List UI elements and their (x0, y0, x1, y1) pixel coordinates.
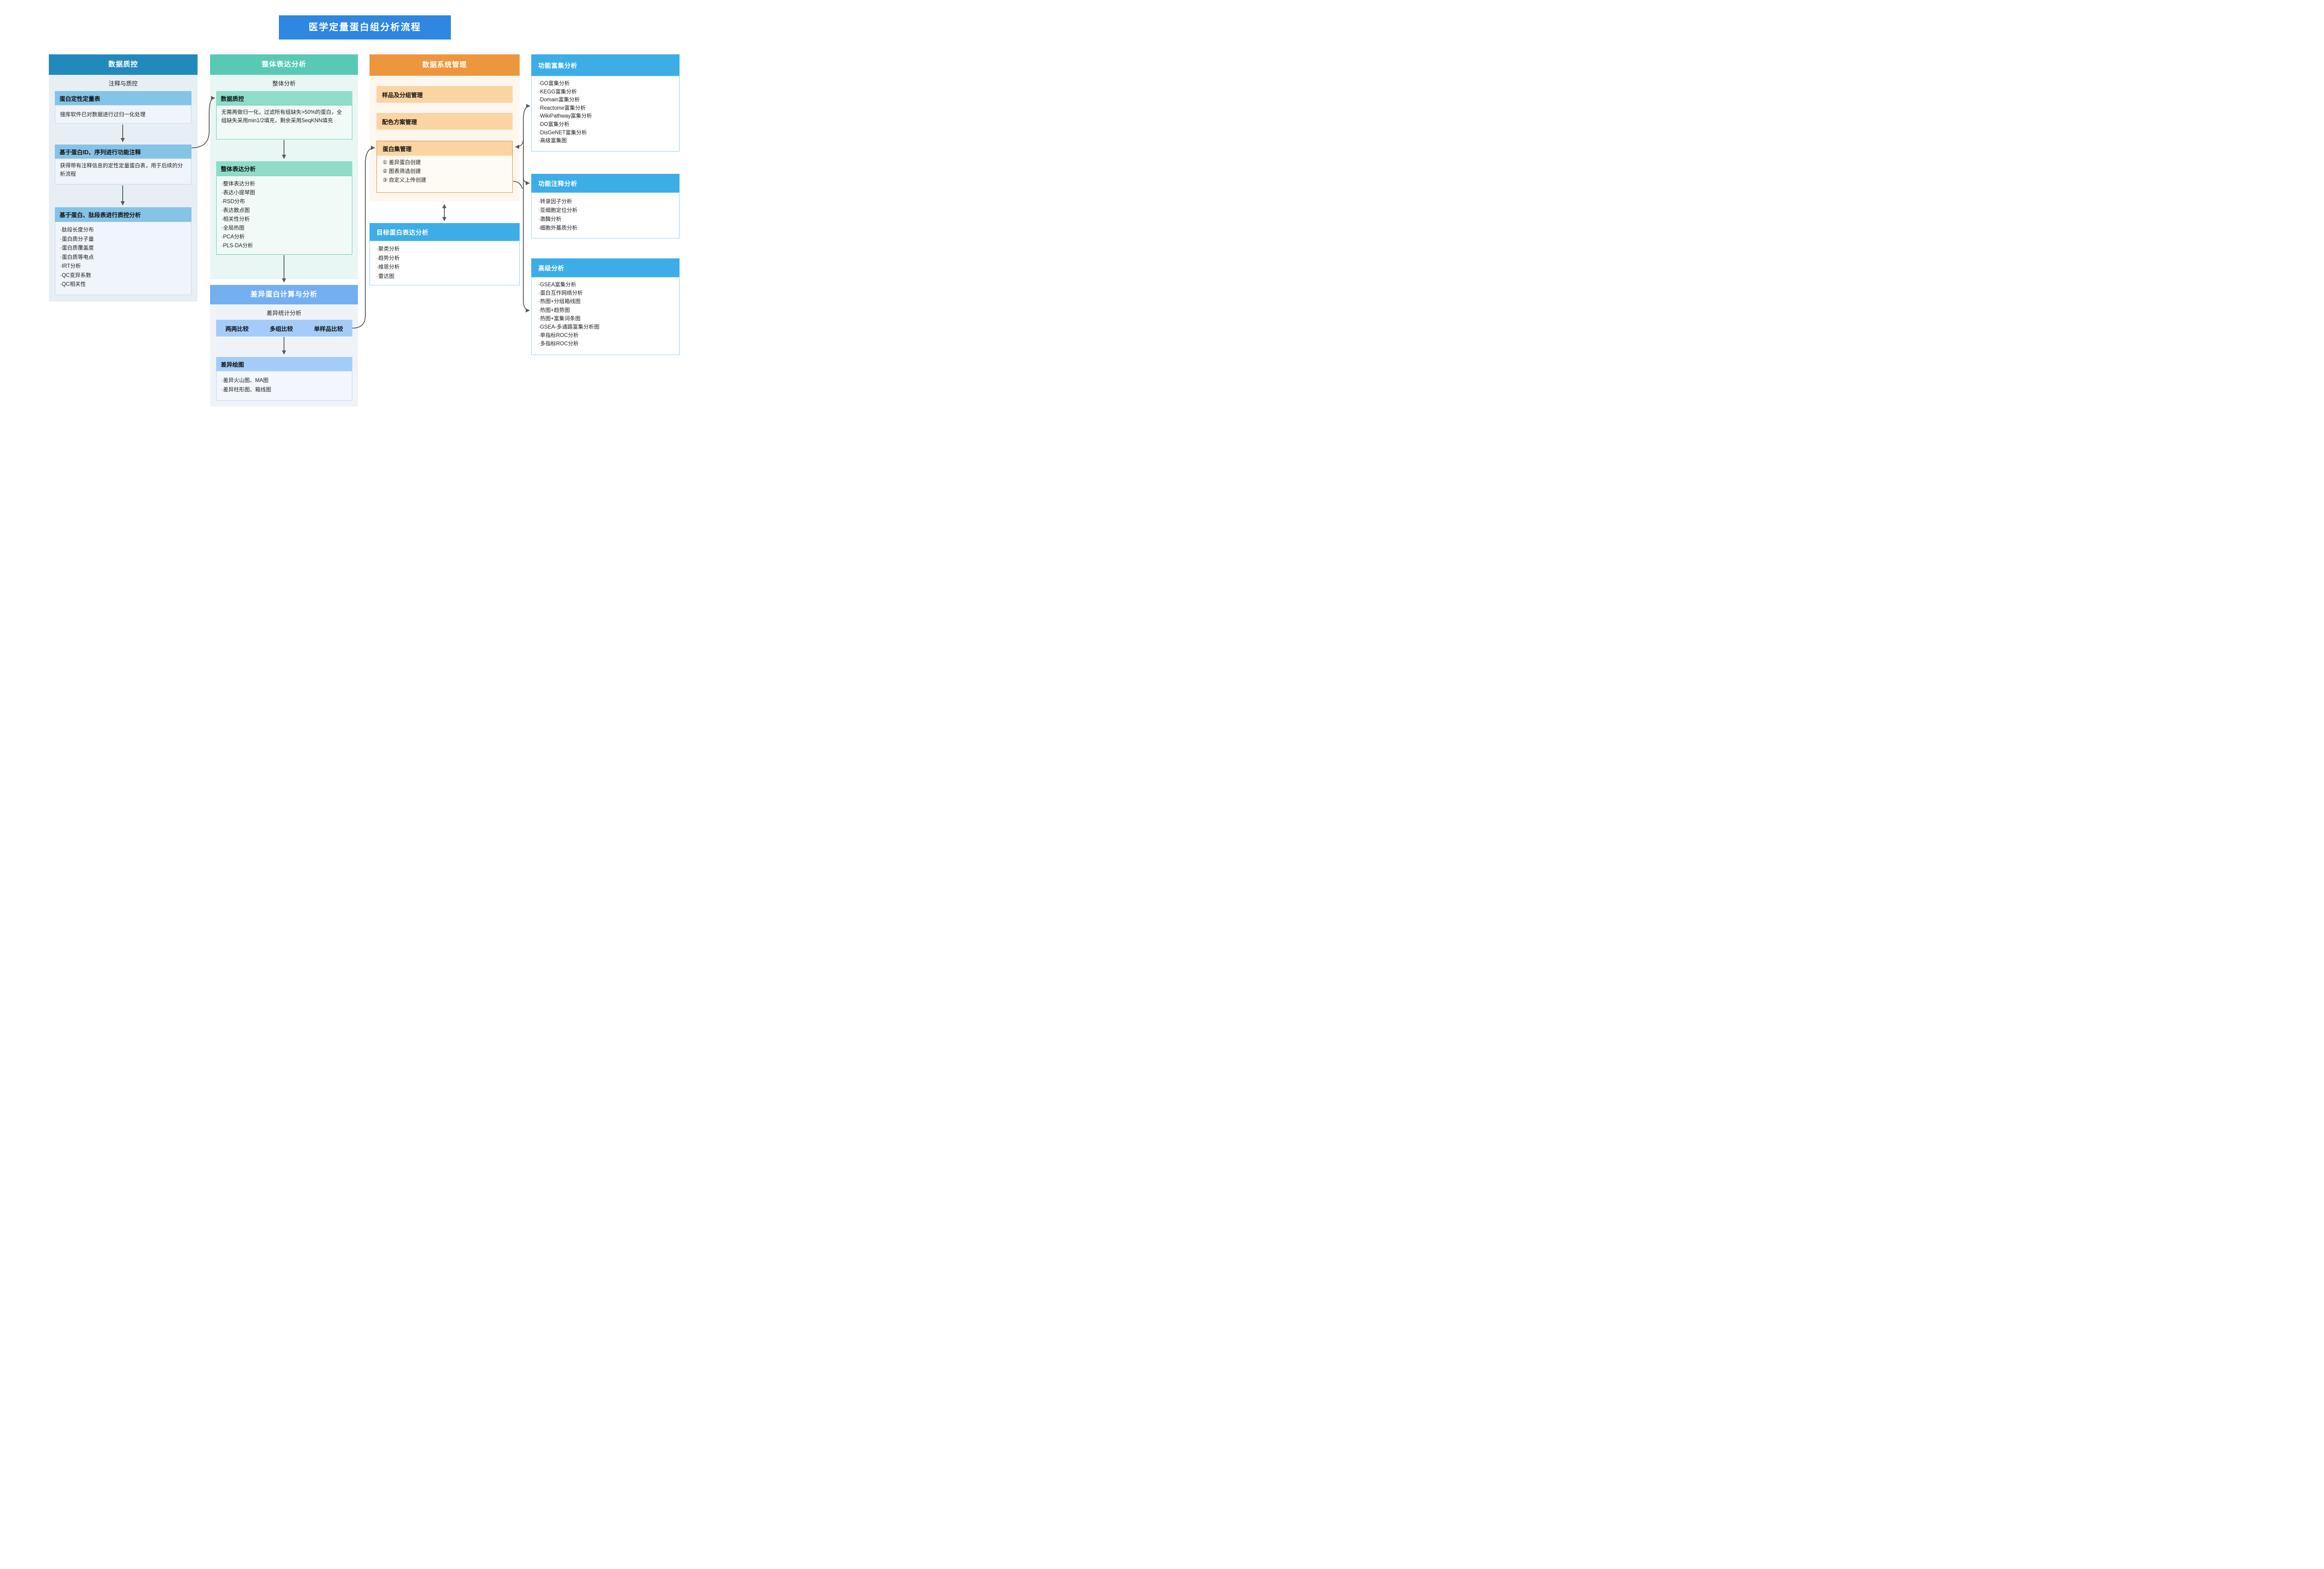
node-enrichment-header: 功能富集分析 (531, 54, 680, 76)
list-item: ·全局热图 (221, 225, 244, 231)
list-item: ·热图+分组箱线图 (538, 299, 581, 305)
node-protein-quant-table-desc: 搜库软件已对数据进行过归一化处理 (55, 105, 191, 124)
list-item: ·差异火山图、MA图 (221, 378, 269, 383)
list-item: ·高级富集图 (538, 138, 567, 144)
list-item: ·表达小提琴图 (221, 190, 255, 196)
node-function-annotation: 基于蛋白ID、序列进行功能注释 (55, 145, 191, 158)
node-enrichment-list: ·GO富集分析 ·KEGG富集分析 ·Domain富集分析 ·Reactome富… (531, 76, 680, 152)
list-item: ·Reactome富集分析 (538, 105, 586, 111)
list-item: ·雷达图 (376, 273, 395, 279)
node-protein-set-mgmt: 蛋白集管理 ① 差异蛋白创建 ② 图表筛选创建 ③ 自定义上传创建 (376, 141, 513, 193)
node-advanced-list: ·GSEA富集分析 ·蛋白互作网络分析 ·热图+分组箱线图 ·热图+趋势图 ·热… (531, 277, 680, 355)
list-item: ·蛋白质等电点 (60, 254, 94, 260)
list-item: ·多指标ROC分析 (538, 341, 579, 347)
list-item: ·相关性分析 (221, 217, 250, 222)
node-diff-plots-list: ·差异火山图、MA图 ·差异柱形图、箱线图 (216, 371, 352, 401)
list-item: ·RSD分布 (221, 199, 245, 204)
compare-multigroup: 多组比较 (270, 325, 293, 332)
node-target-protein-list: ·聚类分析 ·趋势分析 ·维恩分析 ·雷达图 (370, 241, 520, 285)
list-item: ·QC变异系数 (60, 272, 92, 278)
list-item: ·QC相关性 (60, 282, 86, 287)
list-item: ·整体表达分析 (221, 181, 255, 187)
node-data-qc-filter: 数据质控 (216, 91, 352, 105)
node-protein-quant-table: 蛋白定性定量表 (55, 91, 191, 105)
compare-pairwise: 两两比较 (225, 325, 249, 332)
list-item: ·蛋白质分子量 (60, 236, 94, 242)
list-item: ② 图表筛选创建 (383, 169, 421, 174)
list-item: ·GSEA富集分析 (538, 282, 576, 288)
list-item: ·表达散点图 (221, 208, 250, 213)
section-header-diff: 差异蛋白计算与分析 (210, 285, 358, 304)
compare-single-sample: 单样品比较 (314, 325, 343, 332)
list-item: ·转录因子分析 (538, 199, 572, 204)
node-protein-set-mgmt-header: 蛋白集管理 (377, 141, 512, 156)
list-item: ·WikiPathway富集分析 (538, 113, 592, 119)
list-item: ·聚类分析 (376, 246, 400, 252)
list-item: ·GSEA-多通路富集分析图 (538, 324, 600, 330)
list-item: ·肽段长度分布 (60, 227, 94, 233)
list-item: ·KEGG富集分析 (538, 89, 577, 95)
list-item: ·IRT分析 (60, 264, 81, 269)
list-item: ① 差异蛋白创建 (383, 160, 421, 165)
subtitle-diff: 差异统计分析 (266, 310, 302, 316)
list-item: ·蛋白质覆盖度 (60, 245, 94, 251)
node-overall-expression-list: ·整体表达分析 ·表达小提琴图 ·RSD分布 ·表达散点图 ·相关性分析 ·全局… (216, 176, 352, 255)
list-item: ·蛋白互作网络分析 (538, 290, 583, 297)
node-protein-set-mgmt-list: ① 差异蛋白创建 ② 图表筛选创建 ③ 自定义上传创建 (377, 156, 512, 188)
section-header-data-qc: 数据质控 (49, 54, 198, 75)
node-diff-plots: 差异绘图 (216, 357, 352, 371)
node-overall-expression: 整体表达分析 (216, 161, 352, 176)
list-item: ·热图+富集词条图 (538, 316, 581, 322)
list-item: ·PCA分析 (221, 234, 245, 240)
list-item: ·维恩分析 (376, 264, 400, 270)
subtitle-annotation-qc: 注释与质控 (108, 80, 138, 87)
list-item: ·DisGeNET富集分析 (538, 130, 587, 136)
list-item: ·单指标ROC分析 (538, 333, 579, 339)
list-item: ·DO富集分析 (538, 121, 570, 127)
node-annotation-list: ·转录因子分析 ·亚细胞定位分析 ·激酶分析 ·细胞外基质分析 (531, 192, 680, 238)
flowchart-canvas: 医学定量蛋白组分析流程 数据质控 注释与质控 蛋白定性定量表 搜库软件已对数据进… (0, 0, 729, 438)
list-item: ·趋势分析 (376, 255, 400, 261)
list-item: ·PLS-DA分析 (221, 243, 253, 249)
list-item: ③ 自定义上传创建 (383, 178, 427, 183)
section-header-dms: 数据系统管理 (370, 54, 520, 76)
list-item: ·差异柱形图、箱线图 (221, 387, 271, 393)
node-function-annotation-desc: 获得带有注释信息的定性定量蛋白表，用于后续的分析流程 (55, 158, 191, 185)
subtitle-overall: 整体分析 (272, 80, 296, 87)
list-item: ·热图+趋势图 (538, 307, 570, 313)
list-item: ·GO富集分析 (538, 81, 570, 86)
node-advanced-header: 高级分析 (531, 258, 680, 277)
node-data-qc-filter-desc: 无需再做归一化，过滤所有组缺失>50%的蛋白，全组缺失采用min1/2填充，剩余… (216, 105, 352, 139)
node-annotation-header: 功能注释分析 (531, 174, 680, 192)
node-color-scheme-mgmt: 配色方案管理 (376, 113, 513, 130)
connector-to-annotation (523, 177, 530, 185)
node-sample-group-mgmt: 样品及分组管理 (376, 86, 513, 103)
page-title: 医学定量蛋白组分析流程 (279, 15, 451, 40)
list-item: ·亚细胞定位分析 (538, 208, 578, 213)
node-qc-analysis: 基于蛋白、肽段表进行质控分析 (55, 207, 191, 222)
section-header-overall: 整体表达分析 (210, 54, 358, 75)
list-item: ·细胞外基质分析 (538, 225, 578, 231)
list-item: ·激酶分析 (538, 217, 561, 222)
connector-to-advanced (523, 301, 530, 313)
node-qc-analysis-list: ·肽段长度分布 ·蛋白质分子量 ·蛋白质覆盖度 ·蛋白质等电点 ·IRT分析 ·… (55, 222, 191, 295)
node-comparison-bar: 两两比较 多组比较 单样品比较 (216, 320, 352, 336)
list-item: ·Domain富集分析 (538, 97, 580, 103)
node-target-protein-header: 目标蛋白表达分析 (370, 223, 520, 241)
